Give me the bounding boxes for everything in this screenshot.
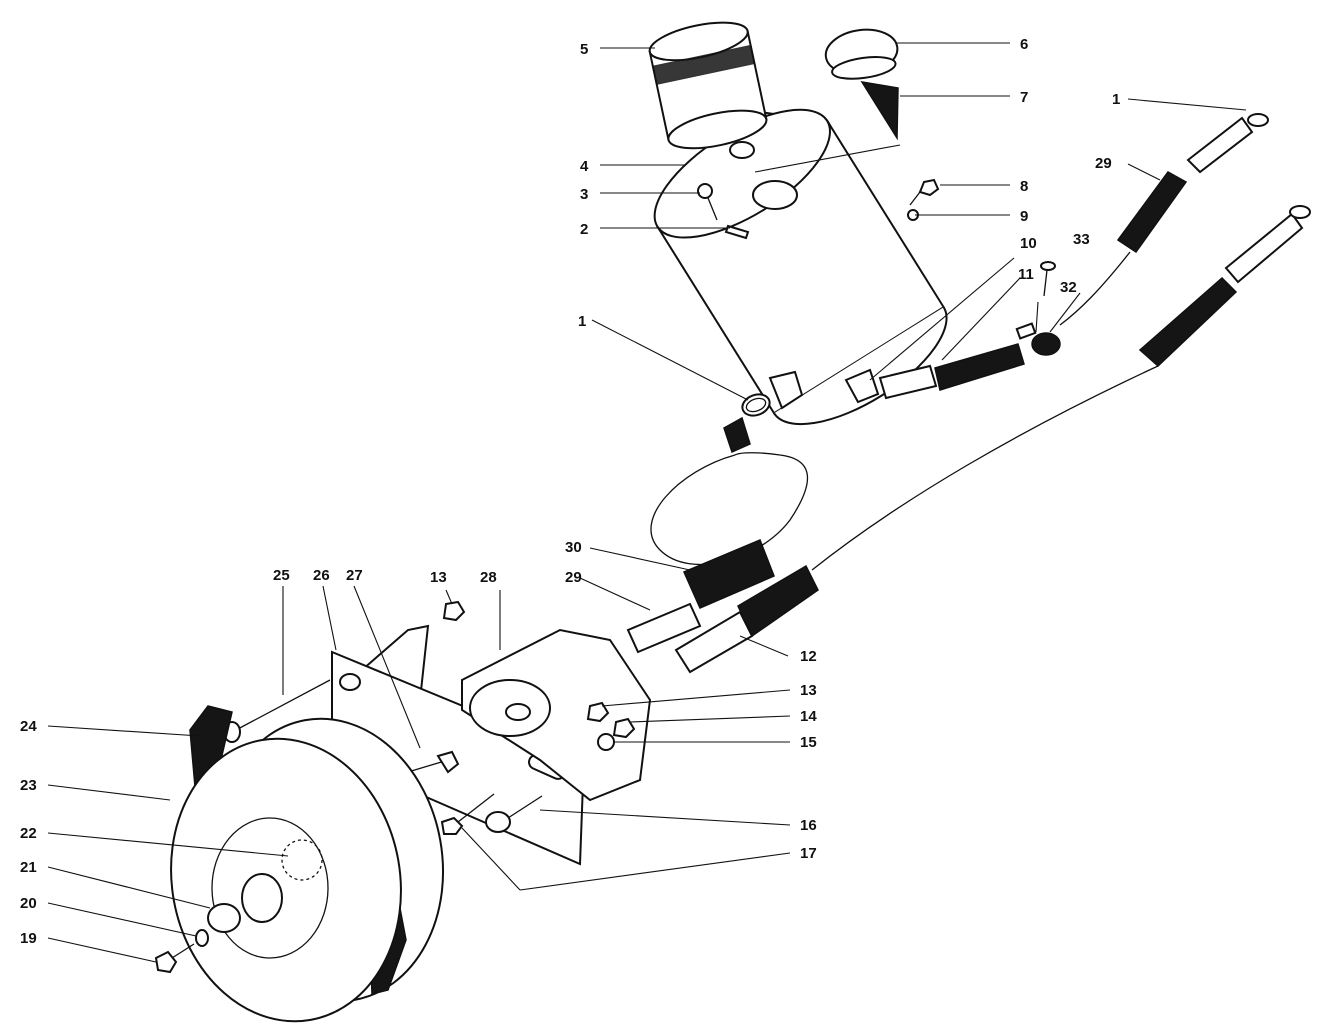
woodruff-key xyxy=(281,839,323,881)
callout-5: 5 xyxy=(580,41,588,58)
adjusting-stud xyxy=(407,750,460,774)
callout-32: 32 xyxy=(1060,279,1077,296)
hose-fitting-upper xyxy=(1186,116,1254,174)
lock-nut xyxy=(612,717,636,739)
clip-bracket xyxy=(1015,322,1037,340)
pulley-hub-ring xyxy=(211,817,329,959)
pump-hose-assembly xyxy=(626,539,819,674)
callout-8: 8 xyxy=(1020,178,1028,195)
callout-leaders xyxy=(47,42,1247,963)
pulley-hub xyxy=(241,873,283,923)
reservoir-bolt xyxy=(697,183,718,221)
callout-4: 4 xyxy=(580,158,589,175)
short-hose xyxy=(934,343,1025,391)
suction-fitting xyxy=(626,602,702,654)
flat-washer xyxy=(597,733,615,751)
return-hose xyxy=(1116,171,1188,254)
callout-2: 2 xyxy=(580,221,588,238)
callout-1-lower: 1 xyxy=(578,313,586,330)
callout-23: 24 xyxy=(20,718,37,735)
pressure-hose-fitting xyxy=(674,610,754,674)
callout-6: 6 xyxy=(1020,36,1028,53)
banjo-fitting xyxy=(844,368,880,404)
hex-nut xyxy=(586,701,610,723)
callout-30: 29 xyxy=(1095,155,1112,172)
callout-22: 23 xyxy=(20,777,37,794)
return-line xyxy=(1059,251,1131,326)
breather-cap xyxy=(824,28,899,80)
hose-clamp-upper xyxy=(1247,113,1269,127)
pulley-assembly xyxy=(154,705,445,1023)
reservoir-assembly xyxy=(648,21,948,426)
pump-shaft xyxy=(505,703,531,721)
callout-29: 30 xyxy=(565,539,582,556)
callout-24: 25 xyxy=(273,567,290,584)
callout-26: 27 xyxy=(346,567,363,584)
callout-13: 13 xyxy=(800,682,817,699)
callout-3: 3 xyxy=(580,186,588,203)
upper-hose-assembly xyxy=(811,113,1311,571)
callout-15: 15 xyxy=(800,734,817,751)
hose-fitting-right xyxy=(1224,212,1304,284)
carriage-bolt xyxy=(485,795,543,833)
pressure-fittings xyxy=(844,261,1061,404)
callout-19: 20 xyxy=(20,895,37,912)
pressure-line xyxy=(811,365,1159,571)
bracket-bolt xyxy=(909,178,940,206)
reservoir-body xyxy=(653,108,948,426)
callout-labels: 5 4 3 2 6 7 8 9 10 11 33 32 1 29 1 30 29… xyxy=(20,36,1120,947)
hex-nut-top xyxy=(442,600,466,622)
hose-clip xyxy=(1031,332,1061,356)
callout-9: 9 xyxy=(1020,208,1028,225)
callout-20: 21 xyxy=(20,859,37,876)
callout-14: 14 xyxy=(800,708,817,725)
pulley-front-flange xyxy=(170,737,402,1023)
callout-17: 17 xyxy=(800,845,817,862)
filler-neck xyxy=(752,180,798,210)
filter-stud xyxy=(729,141,755,159)
hex-bolt xyxy=(440,793,495,835)
callout-13-top: 13 xyxy=(430,569,447,586)
callout-33: 33 xyxy=(1073,231,1090,248)
hose-end-clamp xyxy=(1289,205,1311,219)
pulley-bolt xyxy=(154,943,195,974)
pulley-washer xyxy=(207,903,241,933)
callout-10: 10 xyxy=(1020,235,1037,252)
callout-21: 22 xyxy=(20,825,37,842)
dipstick-pin xyxy=(724,224,750,240)
pressure-hose-upper xyxy=(1138,276,1238,368)
suction-hose xyxy=(683,539,775,609)
adapter-fitting xyxy=(878,364,938,400)
reservoir-feed-hose xyxy=(723,416,751,454)
lock-washer xyxy=(195,929,209,947)
clip-screw xyxy=(1040,261,1056,297)
callout-1-upper: 1 xyxy=(1112,91,1120,108)
plate-hole xyxy=(339,673,361,691)
callout-18: 19 xyxy=(20,930,37,947)
callout-11: 11 xyxy=(1018,266,1034,283)
reservoir-outlet xyxy=(768,370,804,410)
callout-16: 16 xyxy=(800,817,817,834)
callout-27: 28 xyxy=(480,569,497,586)
filter-canister xyxy=(648,21,768,150)
callout-12: 12 xyxy=(800,648,817,665)
callout-7: 7 xyxy=(1020,89,1028,106)
callout-28: 29 xyxy=(565,569,582,586)
callout-25: 26 xyxy=(313,567,330,584)
strainer-cone xyxy=(860,80,899,141)
return-line-loop xyxy=(650,452,808,566)
hose-clamp-lower xyxy=(741,393,771,417)
